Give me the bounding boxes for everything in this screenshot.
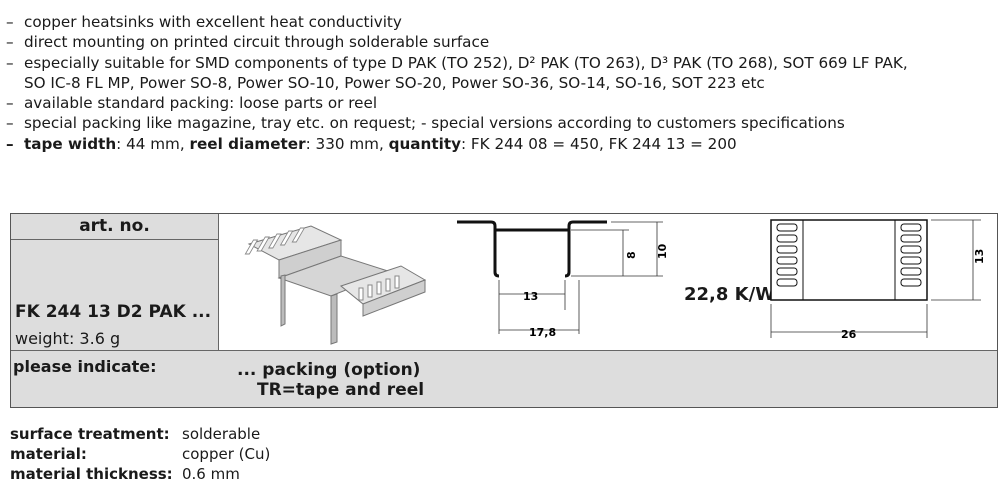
property-label: material thickness: xyxy=(10,465,173,483)
dim-width-outer: 17,8 xyxy=(529,326,556,339)
feature-item: –especially suitable for SMD components … xyxy=(6,53,908,72)
property-value: solderable xyxy=(182,425,261,443)
part-number: FK 244 13 D2 PAK ... xyxy=(15,302,212,322)
divider xyxy=(11,350,997,351)
feature-item: –available standard packing: loose parts… xyxy=(6,94,378,113)
property-row: material thickness: 0.6 mm xyxy=(10,464,270,484)
dim-depth: 13 xyxy=(973,249,986,264)
packing-option: ... packing (option) xyxy=(237,360,421,380)
divider xyxy=(218,214,219,350)
art-no-header: art. no. xyxy=(79,216,150,236)
dim-width-inner: 13 xyxy=(523,290,538,303)
property-row: material: copper (Cu) xyxy=(10,444,270,464)
weight-value: weight: 3.6 g xyxy=(15,329,121,348)
reel-diameter-value: : 330 mm, xyxy=(305,134,389,153)
tape-and-reel-option: TR=tape and reel xyxy=(257,380,425,400)
tape-width-label: tape width xyxy=(24,134,117,153)
thermal-resistance: 22,8 K/W xyxy=(684,284,776,305)
tape-width-value: : 44 mm, xyxy=(116,134,190,153)
reel-diameter-label: reel diameter xyxy=(189,134,306,153)
feature-item: –special packing like magazine, tray etc… xyxy=(6,114,845,133)
heatsink-3d-image xyxy=(244,225,427,345)
feature-item-continuation: SO IC-8 FL MP, Power SO-8, Power SO-10, … xyxy=(24,73,765,92)
dim-height-inner: 8 xyxy=(625,251,638,259)
dim-height-outer: 10 xyxy=(656,243,669,259)
feature-list: –copper heatsinks with excellent heat co… xyxy=(6,12,908,154)
tape-spec-item: –tape width: 44 mm, reel diameter: 330 m… xyxy=(6,134,737,153)
quantity-value: : FK 244 08 = 450, FK 244 13 = 200 xyxy=(460,134,737,153)
feature-item: –copper heatsinks with excellent heat co… xyxy=(6,13,402,31)
spec-table: art. no. FK 244 13 D2 PAK ... weight: 3.… xyxy=(10,213,998,408)
property-value: copper (Cu) xyxy=(182,445,271,463)
feature-item: –direct mounting on printed circuit thro… xyxy=(6,33,490,52)
please-indicate-label: please indicate: xyxy=(13,357,157,376)
top-view-drawing: 13 26 xyxy=(770,219,986,341)
property-value: 0.6 mm xyxy=(182,465,240,483)
quantity-label: quantity xyxy=(388,134,461,153)
property-label: material: xyxy=(10,445,87,463)
divider xyxy=(11,239,218,240)
property-label: surface treatment: xyxy=(10,425,170,443)
property-row: surface treatment: solderable xyxy=(10,424,270,444)
dim-length: 26 xyxy=(841,328,857,341)
material-properties: surface treatment: solderable material: co… xyxy=(10,424,270,484)
profile-drawing: 8 10 13 17,8 xyxy=(457,220,669,339)
